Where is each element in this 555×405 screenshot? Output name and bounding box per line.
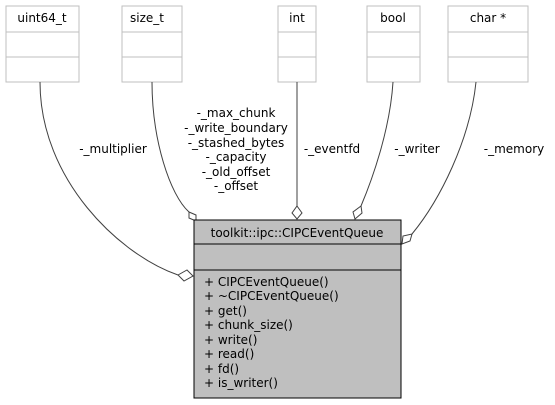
method-item: + ~CIPCEventQueue()	[204, 289, 339, 303]
type-box-size_t-label: size_t	[130, 11, 164, 25]
type-box-int[interactable]: int	[277, 5, 317, 83]
method-item: + CIPCEventQueue()	[204, 275, 329, 289]
method-item: + get()	[204, 304, 247, 318]
method-item: + read()	[204, 347, 254, 361]
aggregation-diamond-writer	[352, 205, 363, 220]
type-box-uint64_t[interactable]: uint64_t	[5, 5, 80, 83]
method-item: + fd()	[204, 362, 239, 376]
edge-label-max-chunk: -_max_chunk	[197, 106, 276, 120]
type-box-char-ptr-label: char *	[470, 11, 506, 25]
type-box-bool-label: bool	[380, 11, 406, 25]
edge-label-write-boundary: -_write_boundary	[184, 121, 288, 135]
aggregation-diamond-eventfd	[291, 205, 303, 220]
edge-label-writer: -_writer	[394, 142, 440, 156]
edge-size_t	[151, 81, 190, 213]
edge-multiplier	[39, 81, 179, 276]
type-box-char-ptr[interactable]: char *	[447, 5, 529, 83]
type-box-size_t[interactable]: size_t	[121, 5, 183, 83]
type-box-int-label: int	[289, 11, 305, 25]
edge-writer	[360, 81, 394, 207]
main-class-box[interactable]: toolkit::ipc::CIPCEventQueue + CIPCEvent…	[193, 219, 402, 399]
method-item: + is_writer()	[204, 376, 278, 390]
edge-label-offset: -_offset	[214, 179, 259, 193]
edge-label-stashed-bytes: -_stashed_bytes	[188, 136, 285, 150]
method-item: + write()	[204, 333, 257, 347]
edge-label-eventfd: -_eventfd	[304, 142, 360, 156]
method-item: + chunk_size()	[204, 318, 293, 332]
type-box-bool[interactable]: bool	[366, 5, 421, 83]
edge-label-capacity: -_capacity	[206, 150, 267, 164]
edge-label-multiplier: -_multiplier	[79, 142, 147, 156]
aggregation-diamond-memory	[401, 233, 413, 245]
type-box-uint64_t-label: uint64_t	[17, 11, 67, 25]
edge-label-memory: -_memory	[484, 142, 544, 156]
edge-label-old-offset: -_old_offset	[202, 165, 271, 179]
edge-memory	[411, 81, 477, 235]
aggregation-diamond-multiplier	[177, 269, 194, 282]
main-class-name: toolkit::ipc::CIPCEventQueue	[211, 226, 384, 240]
